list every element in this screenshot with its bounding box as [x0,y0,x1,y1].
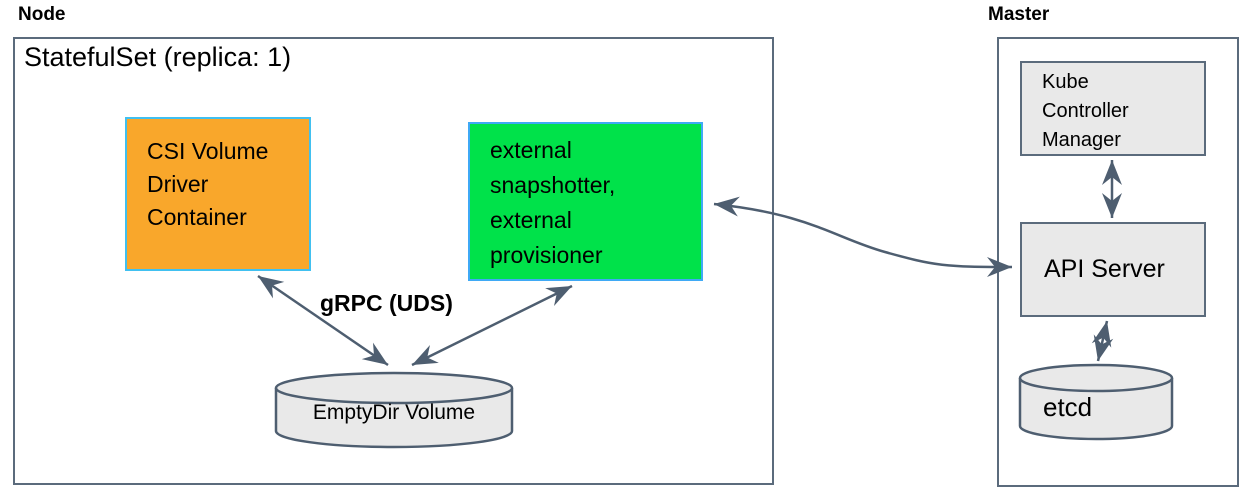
node-group-label: Node [18,4,66,25]
kcm-box-line: Manager [1042,129,1121,151]
sidecar-box-line: snapshotter, [490,172,616,198]
csi-box-line: Container [147,204,247,230]
csi-box-line: Driver [147,171,209,197]
statefulset-label: StatefulSet (replica: 1) [24,42,292,72]
master-group-label: Master [988,4,1050,25]
kube-controller-manager-box: Kube Controller Manager [1020,61,1206,156]
csi-box-line: CSI Volume [147,138,269,164]
csi-volume-driver-box: CSI Volume Driver Container [125,117,311,271]
external-sidecar-box: external snapshotter, external provision… [468,122,703,281]
api-server-box: API Server [1020,222,1206,317]
sidecar-box-line: provisioner [490,242,603,268]
kcm-box-line: Kube [1042,71,1089,93]
grpc-uds-label: gRPC (UDS) [320,290,453,316]
sidecar-box-line: external [490,207,572,233]
sidecar-box-line: external [490,137,572,163]
emptydir-volume-label: EmptyDir Volume [312,401,476,424]
etcd-label: etcd [1043,392,1093,422]
kcm-box-line: Controller [1042,100,1129,122]
api-server-label: API Server [1044,255,1165,283]
